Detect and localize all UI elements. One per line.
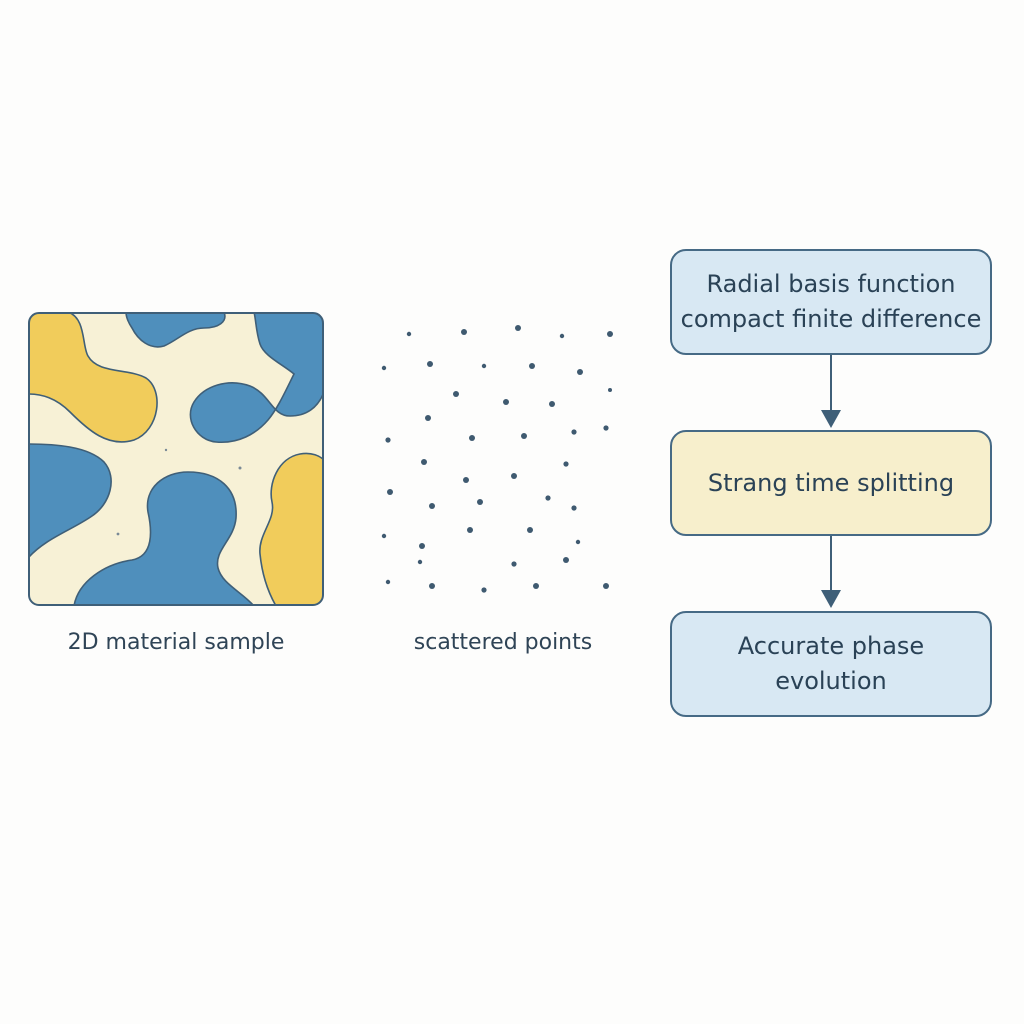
blue-region-top bbox=[125, 313, 226, 348]
blue-region-left bbox=[29, 443, 112, 561]
scatter-point bbox=[387, 489, 393, 495]
scatter-point bbox=[577, 369, 583, 375]
material-sample-svg bbox=[28, 312, 324, 606]
material-outline bbox=[28, 312, 324, 606]
scatter-point bbox=[511, 561, 517, 567]
scatter-point bbox=[429, 583, 435, 589]
scatter-point bbox=[477, 499, 483, 505]
scattered-points-svg bbox=[381, 325, 613, 593]
scatter-point bbox=[453, 391, 459, 397]
strang-line-1: Strang time splitting bbox=[707, 468, 955, 497]
scatter-point bbox=[463, 477, 469, 483]
phase-line-2: evolution bbox=[775, 667, 887, 695]
scatter-point bbox=[563, 557, 569, 563]
material-sample-caption: 2D material sample bbox=[67, 630, 285, 655]
arrowhead-1 bbox=[821, 410, 841, 428]
speck bbox=[238, 466, 242, 470]
scatter-point bbox=[381, 365, 387, 371]
phase-line-1: Accurate phase bbox=[737, 632, 925, 660]
yellow-region-right bbox=[259, 452, 323, 605]
scatter-point bbox=[603, 425, 609, 431]
phase-evolution-box: Accurate phase evolution bbox=[670, 611, 992, 717]
material-sample-image bbox=[28, 312, 324, 606]
speck bbox=[164, 448, 168, 452]
scatter-point bbox=[575, 539, 581, 545]
blue-region-top-right bbox=[189, 313, 323, 444]
blue-region-center bbox=[73, 471, 256, 605]
scatter-point bbox=[429, 503, 435, 509]
scatter-point bbox=[549, 401, 555, 407]
scatter-point bbox=[467, 527, 473, 533]
scatter-point bbox=[563, 461, 569, 467]
scatter-point bbox=[381, 533, 387, 539]
scattered-points-image bbox=[372, 316, 624, 602]
scatter-point bbox=[607, 331, 613, 337]
scatter-point bbox=[503, 399, 509, 405]
scatter-point bbox=[559, 333, 565, 339]
scatter-point bbox=[481, 587, 487, 593]
scatter-point bbox=[533, 583, 539, 589]
scatter-point bbox=[545, 495, 551, 501]
rbf-compact-fd-box: Radial basis function compact finite dif… bbox=[670, 249, 992, 355]
scatter-point bbox=[427, 361, 433, 367]
scatter-point bbox=[385, 437, 391, 443]
scatter-point bbox=[515, 325, 521, 331]
scatter-point bbox=[421, 459, 427, 465]
speck bbox=[116, 532, 120, 536]
scatter-point bbox=[425, 415, 431, 421]
scattered-points-caption: scattered points bbox=[413, 630, 593, 655]
scatter-point bbox=[481, 363, 487, 369]
arrowhead-2 bbox=[821, 590, 841, 608]
scatter-point bbox=[521, 433, 527, 439]
scatter-point bbox=[461, 329, 467, 335]
yellow-region-top-left bbox=[29, 313, 158, 443]
scatter-point bbox=[527, 527, 533, 533]
rbf-line-1: Radial basis function bbox=[706, 270, 956, 298]
scatter-point bbox=[571, 429, 577, 435]
scatter-point bbox=[469, 435, 475, 441]
scatter-point bbox=[511, 473, 517, 479]
scatter-point bbox=[385, 579, 391, 585]
scatter-point bbox=[571, 505, 577, 511]
scatter-point bbox=[417, 559, 423, 565]
scatter-point bbox=[406, 331, 412, 337]
scatter-point bbox=[419, 543, 425, 549]
strang-splitting-box: Strang time splitting bbox=[670, 430, 992, 536]
scatter-point bbox=[603, 583, 609, 589]
scatter-point bbox=[608, 388, 612, 392]
scatter-point bbox=[529, 363, 535, 369]
rbf-line-2: compact finite difference bbox=[680, 305, 982, 333]
